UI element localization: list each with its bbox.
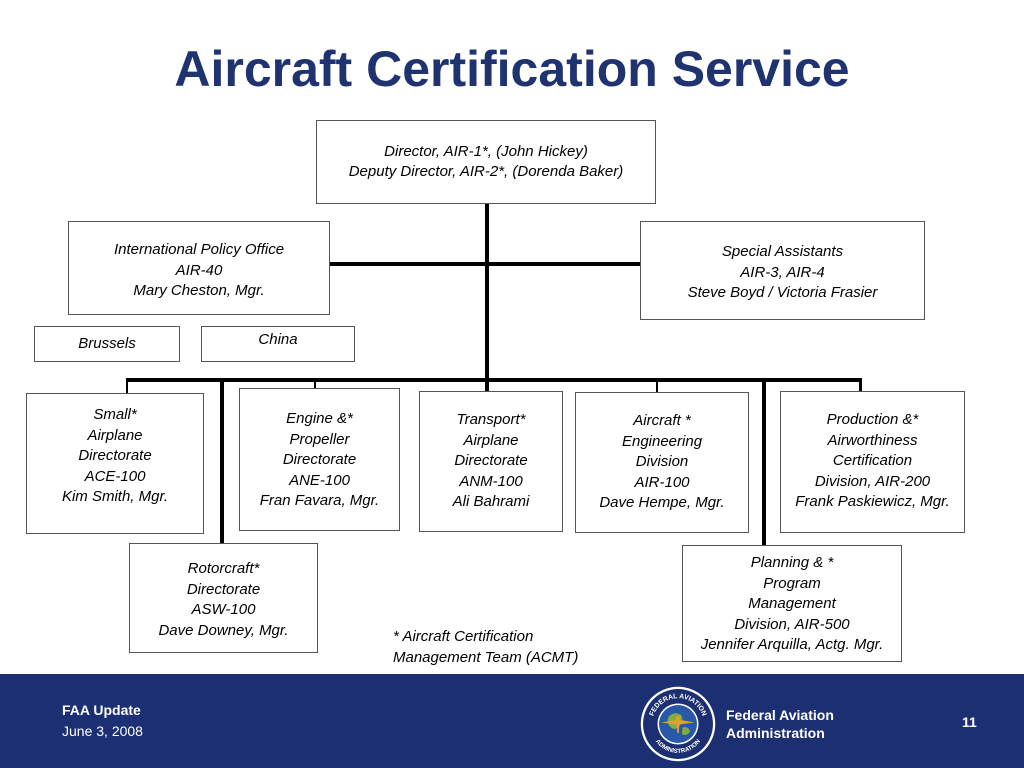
box-line: ASW-100	[191, 601, 256, 618]
box-line: Kim Smith, Mgr.	[61, 488, 169, 505]
box-line: Dave Hempe, Mgr.	[599, 494, 725, 511]
box-line: ACE-100	[84, 467, 146, 485]
agency-line: Federal Aviation	[726, 707, 834, 723]
box-line: Production &*	[826, 411, 919, 428]
connector-director-trunk	[485, 203, 489, 393]
international-policy-box: International Policy Office AIR-40 Mary …	[68, 221, 330, 315]
rotorcraft-box: Rotorcraft* Directorate ASW-100 Dave Dow…	[129, 543, 318, 653]
box-line: Division, AIR-200	[814, 472, 931, 490]
box-line: Management	[748, 595, 836, 612]
connector-production	[859, 378, 862, 391]
box-line: Special Assistants	[721, 243, 844, 260]
connector-engine	[314, 378, 316, 388]
box-line: Propeller	[289, 430, 350, 448]
footer-date: June 3, 2008	[62, 723, 143, 739]
box-line: Certification	[832, 452, 913, 469]
brussels-box: Brussels	[34, 326, 180, 362]
box-line: Airplane	[87, 426, 143, 444]
transport-airplane-box: Transport* Airplane Directorate ANM-100 …	[419, 391, 563, 532]
box-line: Jennifer Arquilla, Actg. Mgr.	[700, 636, 884, 653]
box-line: Steve Boyd / Victoria Frasier	[687, 284, 878, 301]
box-line: International Policy Office	[113, 241, 285, 258]
box-line: Engine &*	[286, 410, 353, 427]
box-line: Directorate	[282, 451, 357, 468]
box-line: Frank Paskiewicz, Mgr.	[795, 493, 950, 510]
china-box: China	[201, 326, 355, 362]
box-line: Small*	[93, 406, 137, 423]
box-line: China	[258, 331, 298, 348]
box-line: AIR-40	[175, 261, 223, 279]
box-line: Planning & *	[750, 554, 834, 571]
box-line: Aircraft *	[633, 412, 691, 429]
box-line: Ali Bahrami	[452, 493, 530, 510]
box-line: Rotorcraft*	[187, 560, 260, 577]
box-line: Directorate	[186, 580, 261, 598]
box-line: Program	[763, 574, 821, 592]
box-line: Fran Favara, Mgr.	[259, 492, 380, 509]
box-line: Airplane	[463, 431, 519, 449]
connector-policy-branch	[330, 262, 640, 266]
box-line: Dave Downey, Mgr.	[158, 621, 289, 639]
director-box: Director, AIR-1*, (John Hickey) Deputy D…	[316, 120, 656, 204]
deputy-director-line: Deputy Director, AIR-2*, (Dorenda Baker)	[348, 163, 624, 180]
production-airworthiness-box: Production &* Airworthiness Certificatio…	[780, 391, 965, 533]
box-line: ANE-100	[289, 471, 350, 489]
acmt-footnote: * Aircraft Certification Management Team…	[393, 627, 578, 668]
box-line: Directorate	[454, 452, 528, 469]
box-line: Airworthiness	[827, 431, 918, 449]
agency-line: Administration	[726, 725, 825, 741]
box-line: ANM-100	[459, 472, 523, 490]
planning-program-box: Planning & * Program Management Division…	[682, 545, 902, 662]
box-line: Engineering	[621, 432, 703, 450]
box-line: Directorate	[78, 447, 152, 464]
director-line: Director, AIR-1*, (John Hickey)	[384, 142, 588, 160]
box-line: Division	[635, 453, 689, 470]
box-line: Brussels	[78, 334, 136, 352]
connector-main-bus	[126, 378, 862, 382]
box-line: AIR-100	[634, 473, 690, 491]
footer-bar	[0, 674, 1024, 768]
connector-planning	[762, 378, 766, 545]
footnote-line: Management Team (ACMT)	[393, 648, 579, 666]
connector-rotorcraft	[220, 378, 224, 543]
small-airplane-box: Small* Airplane Directorate ACE-100 Kim …	[26, 393, 204, 534]
footer-agency-name: Federal Aviation Administration	[726, 706, 834, 742]
connector-small-airplane	[126, 378, 128, 393]
connector-aircraft-engineering	[656, 378, 658, 392]
special-assistants-box: Special Assistants AIR-3, AIR-4 Steve Bo…	[640, 221, 925, 320]
slide-title: Aircraft Certification Service	[174, 41, 850, 97]
box-line: Transport*	[456, 411, 526, 428]
box-line: Mary Cheston, Mgr.	[133, 282, 265, 299]
aircraft-engineering-box: Aircraft * Engineering Division AIR-100 …	[575, 392, 749, 533]
footer-event: FAA Update	[62, 702, 141, 718]
page-number: 11	[962, 714, 977, 730]
box-line: AIR-3, AIR-4	[740, 263, 825, 281]
footnote-line: * Aircraft Certification	[393, 628, 534, 645]
engine-propeller-box: Engine &* Propeller Directorate ANE-100 …	[239, 388, 400, 531]
faa-seal-icon: FEDERAL AVIATION ADMINISTRATION	[640, 686, 716, 762]
box-line: Division, AIR-500	[734, 615, 850, 633]
